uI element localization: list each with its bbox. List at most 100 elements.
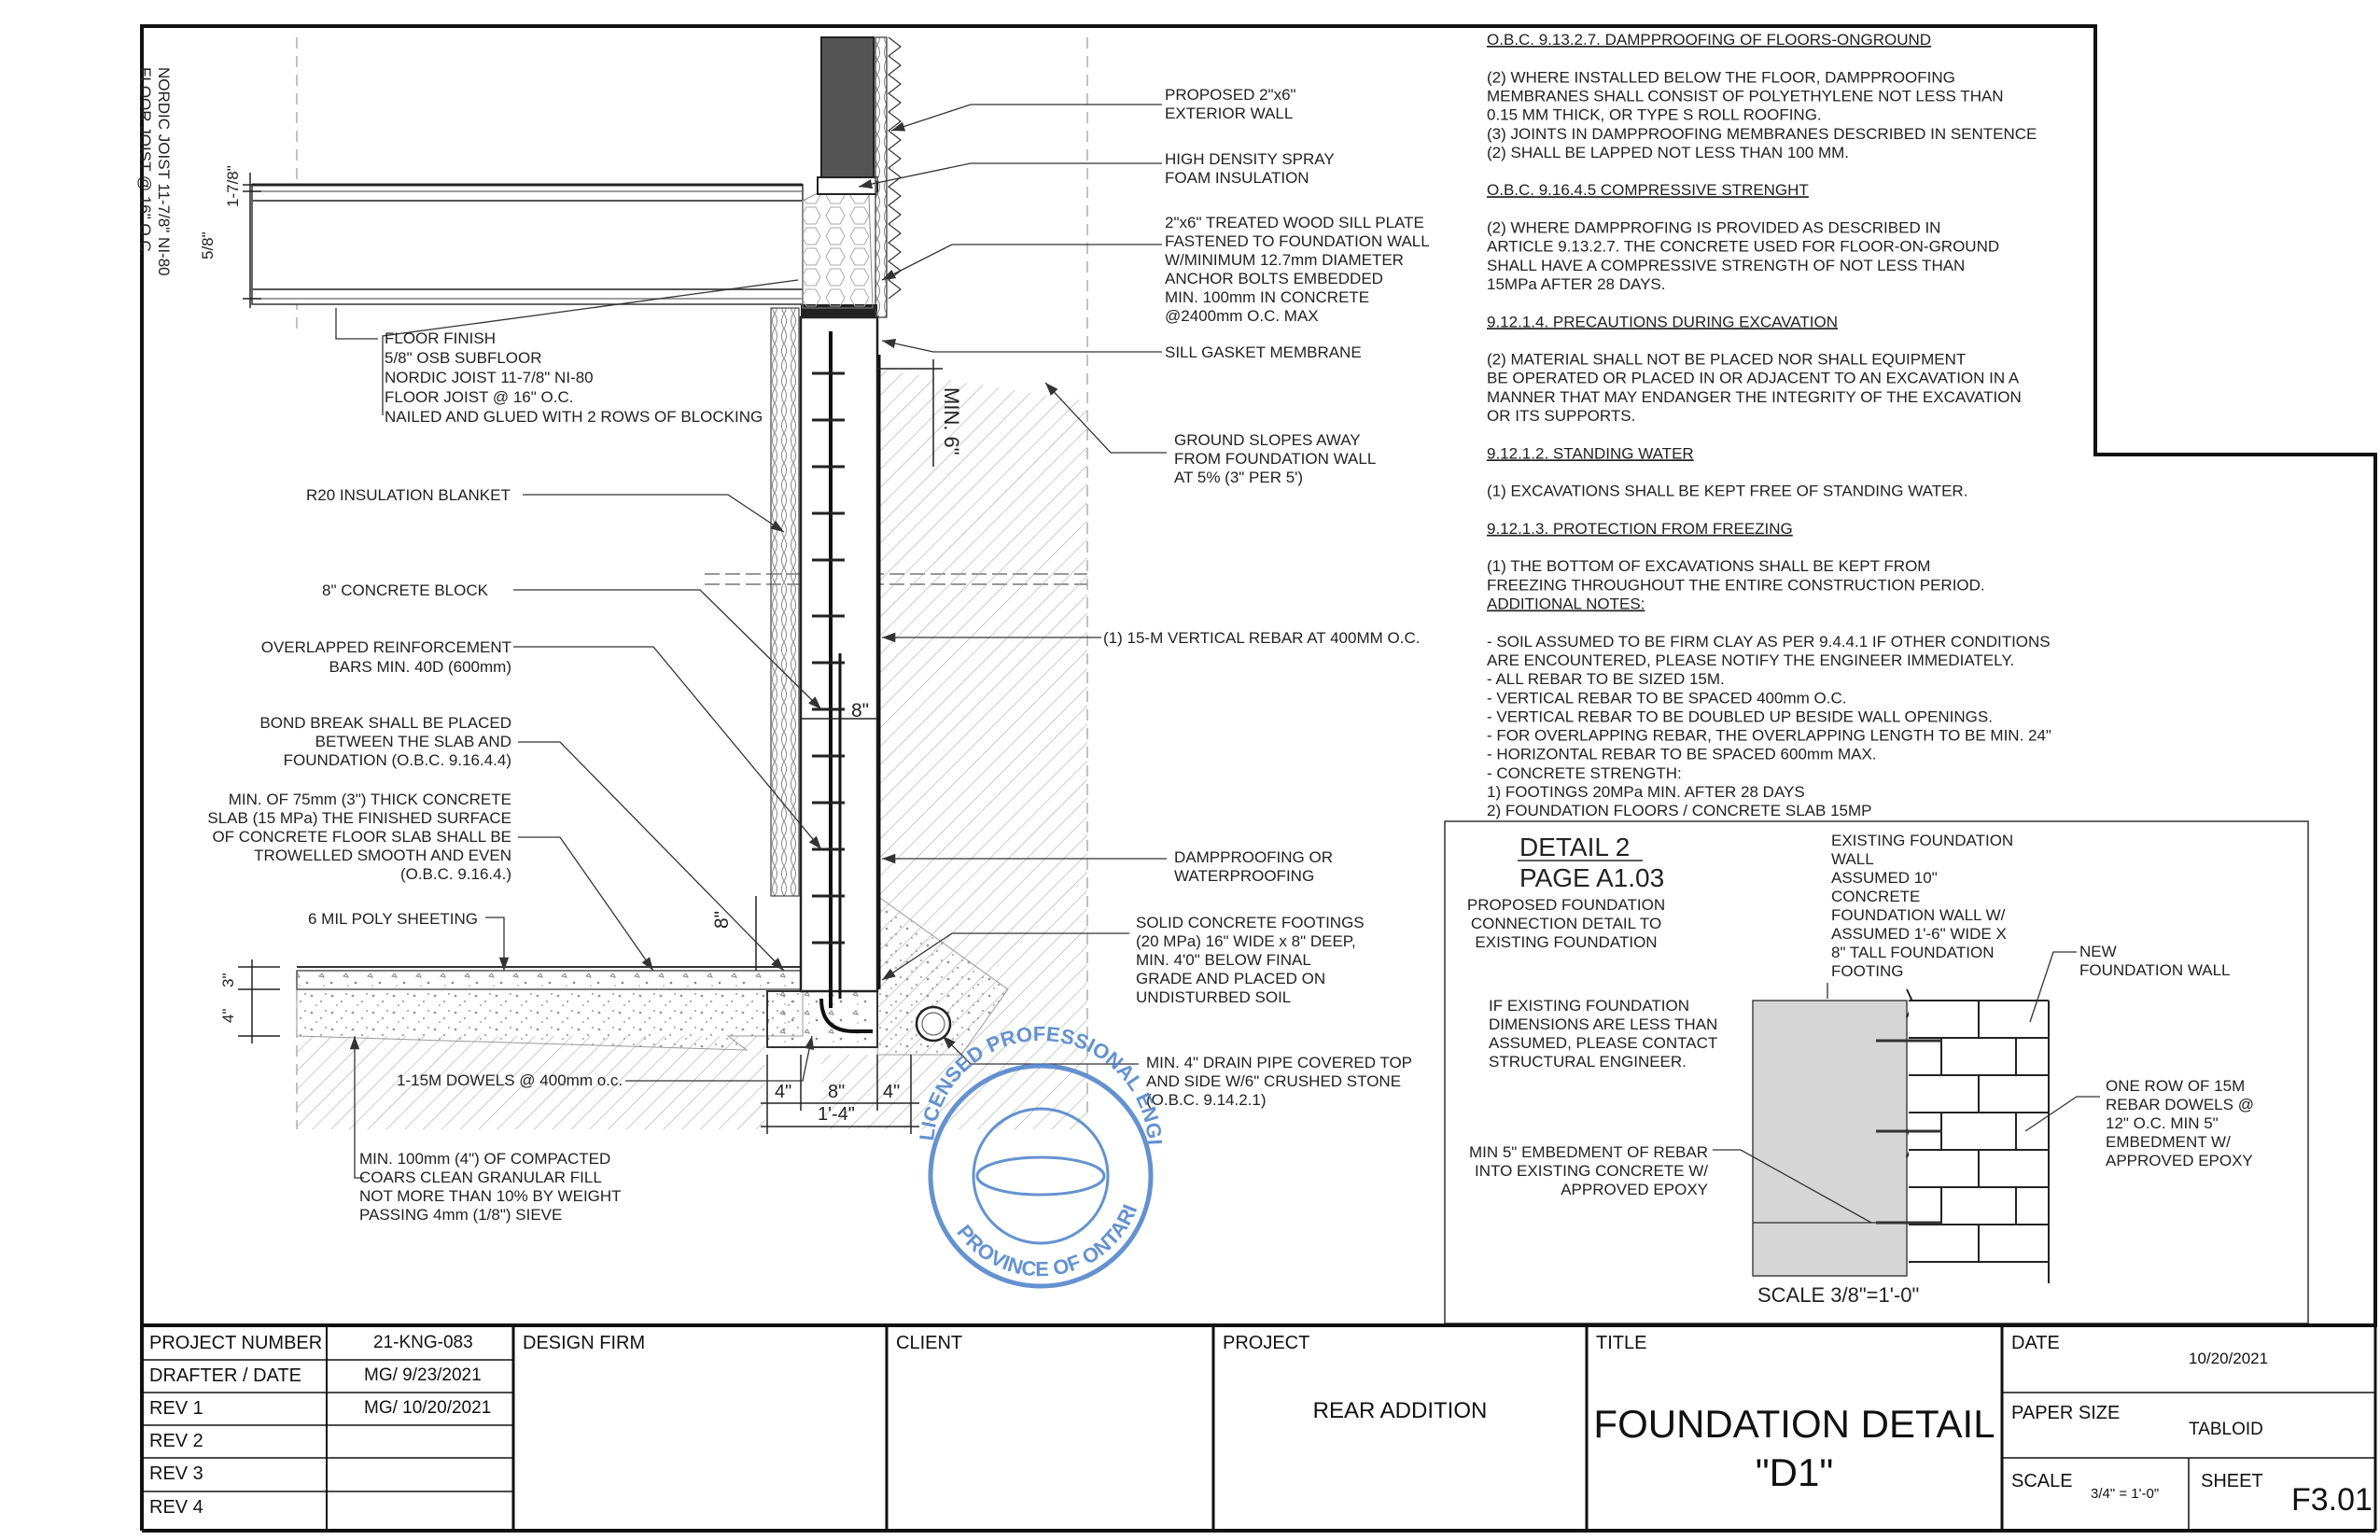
note-line: ARE ENCOUNTERED, PLEASE NOTIFY THE ENGIN… [1487, 651, 2014, 669]
drawing-label: MIN. 4'0" BELOW FINAL [1136, 951, 1311, 969]
note-heading: ADDITIONAL NOTES: [1487, 595, 1645, 613]
drawing-label: FLOOR JOIST @ 16" O.C. [385, 388, 573, 406]
drawing-label: 4" [775, 1082, 791, 1102]
note-line: SHALL HAVE A COMPRESSIVE STRENGTH OF NOT… [1487, 257, 1965, 274]
dim-5-8: 5/8" [199, 231, 217, 259]
drawing-label: ASSUMED 1'-6" WIDE X [1831, 925, 2007, 943]
drawing-label: (20 MPa) 16" WIDE x 8" DEEP, [1136, 932, 1356, 950]
code-notes: O.B.C. 9.13.2.7. DAMPPROOFING OF FLOORS-… [1487, 31, 2051, 819]
note-line: - VERTICAL REBAR TO BE SPACED 400mm O.C. [1487, 689, 1846, 707]
drawing-label: PROPOSED 2"x6" [1165, 86, 1296, 104]
tb-drafter-label: DRAFTER / DATE [149, 1365, 301, 1386]
drawing-label: 8" [828, 1082, 845, 1102]
tb-rev2-label: REV 2 [149, 1431, 203, 1451]
overlap-rebar-label: OVERLAPPED REINFORCEMENT BARS MIN. 40D (… [261, 638, 511, 676]
joist-vertical-line-1: NORDIC JOIST 11-7/8" NI-80 [155, 67, 173, 276]
dim-8-wall: 8" [851, 700, 869, 721]
detail-2-page: PAGE A1.03 [1519, 863, 1664, 892]
note-line: - HORIZONTAL REBAR TO BE SPACED 600mm MA… [1487, 746, 1877, 763]
tb-paper-value: TABLOID [2189, 1420, 2263, 1439]
tb-scale-label: SCALE [2011, 1471, 2073, 1491]
drawing-label: FOAM INSULATION [1165, 169, 1309, 187]
note-heading: 9.12.1.2. STANDING WATER [1487, 444, 1694, 462]
dowels-label: 1-15M DOWELS @ 400mm o.c. [397, 1071, 623, 1089]
drawing-label: ONE ROW OF 15M [2106, 1077, 2245, 1095]
tb-project-number-value: 21-KNG-083 [373, 1333, 473, 1352]
note-line: (3) JOINTS IN DAMPPROOFING MEMBRANES DES… [1487, 125, 2037, 143]
spray-foam-label: HIGH DENSITY SPRAY FOAM INSULATION [1165, 150, 1335, 187]
note-line: - CONCRETE STRENGTH: [1487, 764, 1682, 782]
drawing-label: MIN. OF 75mm (3") THICK CONCRETE [229, 791, 511, 808]
tb-design-firm-label: DESIGN FIRM [523, 1333, 646, 1353]
drawing-label: WALL [1831, 850, 1874, 868]
floor-joist [251, 184, 804, 305]
tb-scale-value: 3/4" = 1'-0" [2091, 1486, 2160, 1502]
tb-rev3-label: REV 3 [149, 1463, 203, 1484]
ground-slopes-label: GROUND SLOPES AWAY FROM FOUNDATION WALL … [1174, 431, 1376, 486]
footing-dims: 4" 8" 4" 1'-4" [775, 1082, 900, 1125]
drawing-label: MIN. 4" DRAIN PIPE COVERED TOP [1146, 1054, 1412, 1071]
drawing-label: FOUNDATION WALL W/ [1831, 906, 2006, 924]
note-line: (2) SHALL BE LAPPED NOT LESS THAN 100 MM… [1487, 144, 1849, 161]
insulation-blanket [770, 307, 800, 897]
note-line: ARTICLE 9.13.2.7. THE CONCRETE USED FOR … [1487, 238, 1999, 256]
drawing-label: REBAR DOWELS @ [2106, 1096, 2254, 1113]
note-line: 1) FOOTINGS 20MPa MIN. AFTER 28 DAYS [1487, 783, 1805, 801]
dim-4: 4" [219, 1009, 237, 1024]
foundation-section [238, 36, 1088, 1134]
drawing-label: (O.B.C. 9.16.4.) [400, 865, 511, 883]
tb-sheet-value: F3.01 [2291, 1482, 2373, 1518]
title-block [142, 1323, 2377, 1533]
tb-title-label: TITLE [1596, 1333, 1647, 1353]
drawing-label: 12" O.C. MIN 5" [2106, 1114, 2219, 1132]
sill-plate-label: 2"x6" TREATED WOOD SILL PLATE FASTENED T… [1165, 214, 1430, 325]
tb-title-line-1: FOUNDATION DETAIL [1593, 1402, 1995, 1446]
concrete-block-label: 8" CONCRETE BLOCK [322, 581, 489, 599]
drawing-label: EXTERIOR WALL [1165, 105, 1293, 122]
tb-rev1-label: REV 1 [149, 1398, 203, 1419]
tb-date-label: DATE [2011, 1333, 2060, 1353]
drawing-label: 8" TALL FOUNDATION [1831, 944, 1995, 961]
drawing-label: 5/8" OSB SUBFLOOR [385, 349, 542, 367]
drawing-label: PASSING 4mm (1/8") SIEVE [359, 1206, 562, 1224]
exterior-wall-stud [820, 36, 875, 178]
drawing-label: UNDISTURBED SOIL [1136, 988, 1291, 1006]
note-line: - FOR OVERLAPPING REBAR, THE OVERLAPPING… [1487, 727, 2051, 745]
tb-rev1-value: MG/ 10/20/2021 [364, 1398, 492, 1418]
note-heading: 9.12.1.3. PROTECTION FROM FREEZING [1487, 520, 1793, 538]
drawing-label: FOOTING [1831, 962, 1903, 980]
drawing-label: FROM FOUNDATION WALL [1174, 450, 1376, 468]
granular-label: MIN. 100mm (4") OF COMPACTED COARS CLEAN… [359, 1150, 622, 1224]
tb-title-line-2: "D1" [1755, 1450, 1834, 1494]
poly-label: 6 MIL POLY SHEETING [308, 910, 478, 928]
min-6-label: MIN. 6" [940, 387, 963, 455]
drawing-label: NEW [2079, 943, 2117, 960]
note-heading: 9.12.1.4. PRECAUTIONS DURING EXCAVATION [1487, 313, 1838, 330]
drawing-label: AND SIDE W/6" CRUSHED STONE [1146, 1072, 1401, 1090]
note-line: FREEZING THROUGHOUT THE ENTIRE CONSTRUCT… [1487, 576, 1985, 594]
drawing-label: TROWELLED SMOOTH AND EVEN [254, 847, 511, 864]
drawing-label: SLAB (15 MPa) THE FINISHED SURFACE [207, 809, 511, 827]
drawing-label: FOUNDATION (O.B.C. 9.16.4.4) [284, 751, 511, 769]
drawing-label: WATERPROOFING [1174, 867, 1314, 885]
drawing-label: OF CONCRETE FLOOR SLAB SHALL BE [212, 828, 511, 846]
drawing-label: ANCHOR BOLTS EMBEDDED [1165, 270, 1383, 287]
tb-paper-label: PAPER SIZE [2011, 1403, 2121, 1423]
note-line: (1) EXCAVATIONS SHALL BE KEPT FREE OF ST… [1487, 483, 1967, 500]
drawing-label: BARS MIN. 40D (600mm) [329, 658, 511, 676]
note-line: BE OPERATED OR PLACED IN OR ADJACENT TO … [1487, 370, 2020, 387]
drain-pipe [915, 1005, 952, 1043]
drawing-label: DIMENSIONS ARE LESS THAN [1489, 1015, 1717, 1033]
detail-2-new-wall: NEW FOUNDATION WALL [2079, 943, 2231, 979]
drawing-label: DAMPPROOFING OR [1174, 848, 1333, 866]
detail-2-embed: MIN 5" EMBEDMENT OF REBAR INTO EXISTING … [1469, 1143, 1708, 1198]
drawing-label: GRADE AND PLACED ON [1136, 970, 1325, 987]
drain-label: MIN. 4" DRAIN PIPE COVERED TOP AND SIDE … [1146, 1054, 1412, 1109]
detail-2-if-existing: IF EXISTING FOUNDATION DIMENSIONS ARE LE… [1489, 997, 1717, 1071]
drawing-label: EMBEDMENT W/ [2106, 1133, 2231, 1151]
note-line: (2) MATERIAL SHALL NOT BE PLACED NOR SHA… [1487, 351, 1966, 369]
vertical-rebar-label: (1) 15-M VERTICAL REBAR AT 400MM O.C. [1103, 629, 1420, 647]
drawing-label: MIN 5" EMBEDMENT OF REBAR [1469, 1143, 1708, 1161]
bond-break-label: BOND BREAK SHALL BE PLACED BETWEEN THE S… [259, 714, 511, 769]
joist-vertical-label: NORDIC JOIST 11-7/8" NI-80 FLOOR JOIST @… [136, 67, 173, 276]
